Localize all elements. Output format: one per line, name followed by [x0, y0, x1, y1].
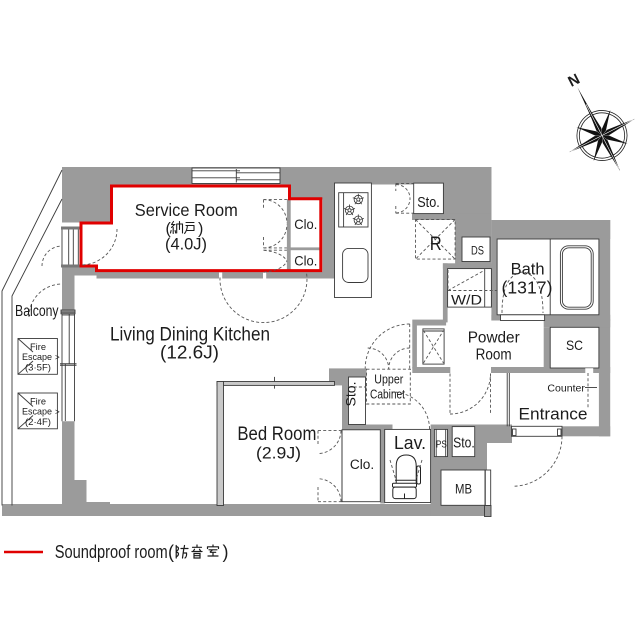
- svg-text:Service Room: Service Room: [135, 200, 238, 220]
- svg-text:(4.0J): (4.0J): [165, 235, 207, 254]
- svg-text:DS: DS: [471, 244, 484, 258]
- svg-text:Upper: Upper: [374, 373, 403, 387]
- svg-text:Living Dining Kitchen: Living Dining Kitchen: [110, 324, 270, 346]
- svg-text:>: >: [55, 353, 60, 362]
- svg-text:Soundproof room: Soundproof room: [55, 542, 168, 562]
- svg-text:>: >: [55, 408, 60, 417]
- svg-text:Sto.: Sto.: [343, 382, 359, 407]
- svg-text:Balcony: Balcony: [15, 303, 59, 320]
- svg-text:(2.9J): (2.9J): [256, 444, 301, 463]
- svg-text:Sto.: Sto.: [417, 195, 440, 211]
- svg-text:SC: SC: [566, 337, 583, 353]
- svg-text:MB: MB: [455, 481, 472, 497]
- svg-text:Clo.: Clo.: [294, 252, 317, 268]
- svg-text:(: (: [168, 542, 174, 562]
- svg-text:Clo.: Clo.: [350, 457, 374, 472]
- svg-text:Fire: Fire: [30, 397, 46, 408]
- svg-text:(12.6J): (12.6J): [160, 342, 219, 363]
- svg-text:Bed Room: Bed Room: [237, 424, 316, 445]
- svg-text:Counter: Counter: [547, 383, 585, 395]
- svg-text:Escape: Escape: [22, 407, 52, 418]
- svg-text:W/D: W/D: [451, 293, 482, 308]
- svg-text:PS: PS: [436, 440, 447, 451]
- svg-text:Lav.: Lav.: [394, 433, 426, 453]
- svg-text:Room: Room: [476, 347, 512, 364]
- svg-text:Entrance: Entrance: [519, 405, 588, 424]
- svg-text:(2·4F): (2·4F): [25, 417, 51, 428]
- svg-text:(3·5F): (3·5F): [25, 363, 51, 374]
- svg-text:Clo.: Clo.: [294, 216, 317, 232]
- svg-text:Cabinet: Cabinet: [370, 388, 405, 402]
- svg-text:(1317): (1317): [502, 278, 553, 298]
- svg-text:R: R: [430, 234, 442, 255]
- svg-text:Fire: Fire: [30, 342, 46, 353]
- svg-text:Powder: Powder: [468, 330, 520, 347]
- svg-text:Escape: Escape: [22, 352, 52, 363]
- svg-text:): ): [223, 542, 229, 562]
- svg-text:Sto.: Sto.: [453, 436, 475, 452]
- svg-text:(: (: [166, 221, 172, 238]
- svg-text:): ): [198, 221, 203, 238]
- svg-text:Bath: Bath: [511, 260, 545, 279]
